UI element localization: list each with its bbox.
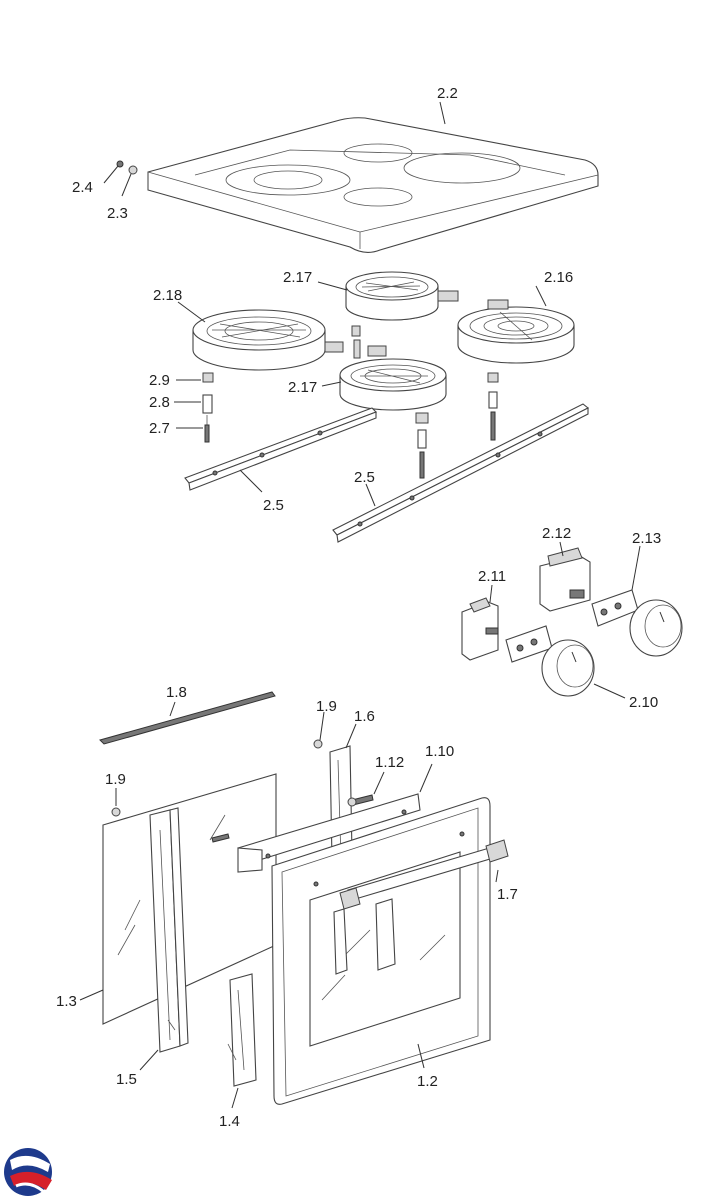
clip-2-3 [121,165,138,197]
brand-logo [4,1148,52,1196]
control-knob-2-10 [541,599,683,699]
rail-2-5-right [332,403,590,543]
support-pillars [174,325,499,479]
heating-element-2-18 [177,301,344,371]
door-top-bracket-1-10 [237,763,433,873]
label-1-3: 1.3 [56,993,77,1010]
label-1-4: 1.4 [219,1113,240,1130]
energy-regulator-2-12 [539,541,591,612]
heating-element-2-17-bottom [321,345,447,411]
label-1-9-left: 1.9 [105,771,126,788]
door-side-frame-1-5 [139,807,189,1071]
screw-2-4 [103,160,124,184]
label-2-17-top: 2.17 [283,269,312,286]
seal-strip-1-8 [99,691,276,745]
hinge-pair-inner [333,898,396,975]
label-1-9-top: 1.9 [316,698,337,715]
label-2-17-bottom: 2.17 [288,379,317,396]
label-2-5-left: 2.5 [263,497,284,514]
hob-top-2-2 [147,101,599,253]
label-2-8: 2.8 [149,394,170,411]
label-2-9: 2.9 [149,372,170,389]
clip-1-9 [111,711,325,817]
label-2-3: 2.3 [107,205,128,222]
label-2-5-right: 2.5 [354,469,375,486]
label-2-7: 2.7 [149,420,170,437]
spacer-plate-2-13 [505,545,641,663]
label-1-12: 1.12 [375,754,404,771]
label-2-18: 2.18 [153,287,182,304]
label-1-2: 1.2 [417,1073,438,1090]
energy-regulator-2-11 [461,584,499,661]
label-1-8: 1.8 [166,684,187,701]
label-2-13: 2.13 [632,530,661,547]
label-2-10: 2.10 [629,694,658,711]
screw-1-12 [211,771,385,843]
label-2-4: 2.4 [72,179,93,196]
label-1-5: 1.5 [116,1071,137,1088]
heating-element-2-16 [457,285,575,364]
rail-2-5-left [184,407,377,493]
hinge-1-4 [227,973,257,1109]
heating-element-2-17-top [317,271,459,321]
door-handle-1-7 [339,839,509,910]
label-1-6: 1.6 [354,708,375,725]
label-2-12: 2.12 [542,525,571,542]
label-1-7: 1.7 [497,886,518,903]
label-1-10: 1.10 [425,743,454,760]
label-2-11: 2.11 [478,568,506,585]
label-2-2: 2.2 [437,85,458,102]
label-2-16: 2.16 [544,269,573,286]
